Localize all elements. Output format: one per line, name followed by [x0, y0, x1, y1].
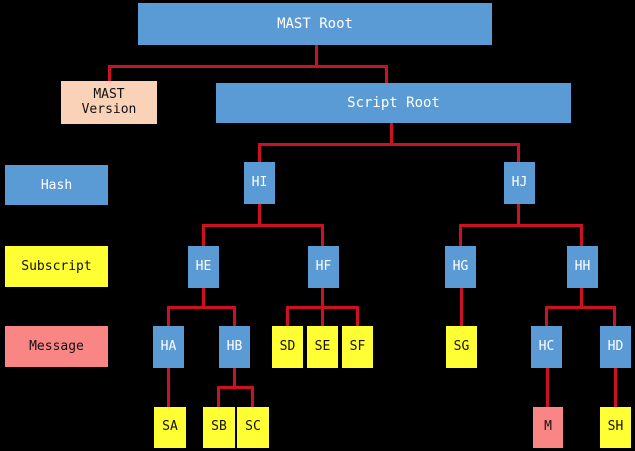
connector-hh-to-hc-hd-bar: [545, 306, 616, 309]
node-sc[interactable]: SC: [237, 407, 269, 448]
node-se[interactable]: SE: [307, 326, 338, 368]
connector-he-to-stem: [202, 287, 205, 308]
connector-bar-to-hc: [545, 306, 548, 328]
node-hi[interactable]: HI: [244, 162, 275, 204]
node-hd[interactable]: HD: [600, 326, 631, 368]
connector-bar-to-hb: [233, 306, 236, 328]
node-hf[interactable]: HF: [308, 246, 339, 288]
node-sf[interactable]: SF: [342, 326, 373, 368]
connector-script-root-to-hi-hj-bar: [258, 143, 520, 146]
connector-hf-to-stem: [321, 287, 324, 308]
connector-bar-to-hd: [613, 306, 616, 328]
node-mast-root[interactable]: MAST Root: [138, 3, 492, 45]
node-sb[interactable]: SB: [203, 407, 235, 448]
node-sg[interactable]: SG: [446, 326, 477, 368]
connector-hc-to-m: [546, 368, 549, 409]
node-hh[interactable]: HH: [567, 246, 598, 288]
connector-bar-to-script-root: [385, 65, 388, 85]
connector-hg-to-sg: [460, 287, 463, 328]
connector-bar-to-sc: [251, 386, 254, 408]
connector-bar-to-sb: [217, 386, 220, 408]
connector-bar-to-hi: [258, 143, 261, 164]
connector-bar-to-hj: [517, 143, 520, 164]
connector-bar-to-he: [202, 224, 205, 248]
connector-bar-to-hh: [580, 224, 583, 248]
node-mast-version[interactable]: MAST Version: [61, 81, 157, 124]
node-sd[interactable]: SD: [272, 326, 303, 368]
connector-hb-to-stem: [233, 368, 236, 388]
connector-bar-to-mast-version: [108, 65, 111, 83]
connector-mast-root-to-bar-right: [315, 65, 388, 68]
connector-mast-root-to-mast-version: [315, 45, 318, 67]
connector-mast-root-to-children-bar: [108, 65, 318, 68]
connector-hj-to-stem: [517, 203, 520, 225]
connector-he-to-ha-hb-bar: [167, 306, 236, 309]
connector-hh-to-stem: [580, 287, 583, 308]
node-script-root[interactable]: Script Root: [216, 83, 571, 123]
connector-bar-to-hf: [321, 224, 324, 248]
node-he[interactable]: HE: [188, 246, 219, 288]
connector-bar-to-hg: [459, 224, 462, 248]
connector-bar-to-se: [321, 306, 324, 328]
connector-hd-to-sh: [614, 368, 617, 409]
connector-ha-to-sa: [167, 368, 170, 409]
connector-hi-to-he-hf-bar: [202, 224, 324, 227]
node-ha[interactable]: HA: [153, 326, 184, 368]
connector-hj-to-hg-hh-bar: [459, 224, 583, 227]
node-hj[interactable]: HJ: [504, 162, 535, 204]
node-hc[interactable]: HC: [531, 326, 562, 368]
connector-hb-to-sb-sc-bar: [217, 386, 254, 389]
connector-bar-to-sf: [356, 306, 359, 328]
node-hg[interactable]: HG: [445, 246, 476, 288]
node-m[interactable]: M: [533, 407, 563, 448]
legend-item-message: Message: [5, 326, 108, 367]
connector-hi-to-stem: [258, 203, 261, 225]
connector-script-root-to-hi-hj-stem: [390, 123, 393, 145]
connector-bar-to-ha: [167, 306, 170, 328]
legend-item-hash: Hash: [5, 165, 108, 205]
connector-bar-to-sd: [286, 306, 289, 328]
node-hb[interactable]: HB: [219, 326, 250, 368]
node-sa[interactable]: SA: [154, 407, 186, 448]
legend-item-subscript: Subscript: [5, 246, 108, 287]
node-sh[interactable]: SH: [600, 407, 631, 448]
